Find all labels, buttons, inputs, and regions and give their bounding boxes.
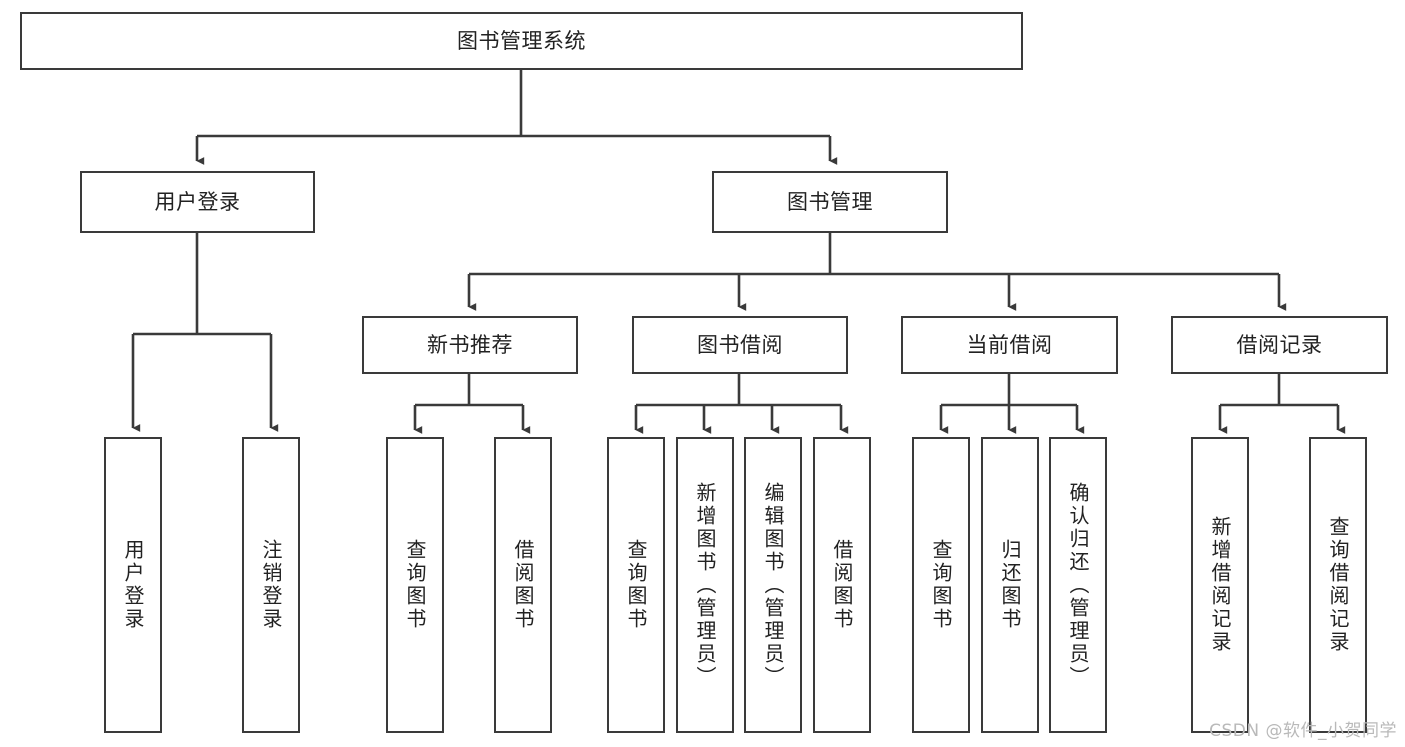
leaf-query-borrow-record-label: 查询借阅记录 xyxy=(1326,516,1350,654)
node-root-label: 图书管理系统 xyxy=(457,28,586,53)
leaf-add-borrow-record[interactable]: 新增借阅记录 xyxy=(1191,437,1249,733)
leaf-add-book-label: 新增图书（管理员） xyxy=(693,481,717,689)
leaf-query-book-3-label: 查询图书 xyxy=(929,539,953,631)
leaf-borrow-book-2-label: 借阅图书 xyxy=(830,539,854,631)
leaf-add-book[interactable]: 新增图书（管理员） xyxy=(676,437,734,733)
leaf-add-borrow-record-label: 新增借阅记录 xyxy=(1208,516,1232,654)
leaf-borrow-book-1-label: 借阅图书 xyxy=(511,539,535,631)
leaf-edit-book-label: 编辑图书（管理员） xyxy=(761,481,785,689)
node-borrow-record-label: 借阅记录 xyxy=(1236,332,1323,357)
node-book-borrow[interactable]: 图书借阅 xyxy=(632,316,848,374)
node-book-borrow-label: 图书借阅 xyxy=(697,332,783,357)
node-new-book-recommend-label: 新书推荐 xyxy=(427,332,513,357)
leaf-return-book-label: 归还图书 xyxy=(998,539,1022,631)
leaf-query-book-2[interactable]: 查询图书 xyxy=(607,437,665,733)
leaf-query-book-1[interactable]: 查询图书 xyxy=(386,437,444,733)
node-user-login[interactable]: 用户登录 xyxy=(80,171,315,233)
node-root[interactable]: 图书管理系统 xyxy=(20,12,1023,70)
leaf-query-book-3[interactable]: 查询图书 xyxy=(912,437,970,733)
leaf-confirm-return-label: 确认归还（管理员） xyxy=(1066,481,1090,689)
node-new-book-recommend[interactable]: 新书推荐 xyxy=(362,316,578,374)
leaf-logout-login[interactable]: 注销登录 xyxy=(242,437,300,733)
node-borrow-record[interactable]: 借阅记录 xyxy=(1171,316,1388,374)
leaf-user-login[interactable]: 用户登录 xyxy=(104,437,162,733)
node-user-login-label: 用户登录 xyxy=(154,189,241,214)
leaf-query-book-1-label: 查询图书 xyxy=(403,539,427,631)
leaf-query-book-2-label: 查询图书 xyxy=(624,539,648,631)
leaf-confirm-return[interactable]: 确认归还（管理员） xyxy=(1049,437,1107,733)
leaf-user-login-label: 用户登录 xyxy=(121,539,145,631)
leaf-borrow-book-2[interactable]: 借阅图书 xyxy=(813,437,871,733)
leaf-edit-book[interactable]: 编辑图书（管理员） xyxy=(744,437,802,733)
node-current-borrow[interactable]: 当前借阅 xyxy=(901,316,1118,374)
watermark-text: CSDN @软件_小贺同学 xyxy=(1209,721,1397,741)
node-book-management-label: 图书管理 xyxy=(787,189,873,214)
node-current-borrow-label: 当前借阅 xyxy=(966,332,1053,357)
node-book-management[interactable]: 图书管理 xyxy=(712,171,948,233)
leaf-return-book[interactable]: 归还图书 xyxy=(981,437,1039,733)
leaf-logout-login-label: 注销登录 xyxy=(259,539,283,631)
leaf-query-borrow-record[interactable]: 查询借阅记录 xyxy=(1309,437,1367,733)
leaf-borrow-book-1[interactable]: 借阅图书 xyxy=(494,437,552,733)
